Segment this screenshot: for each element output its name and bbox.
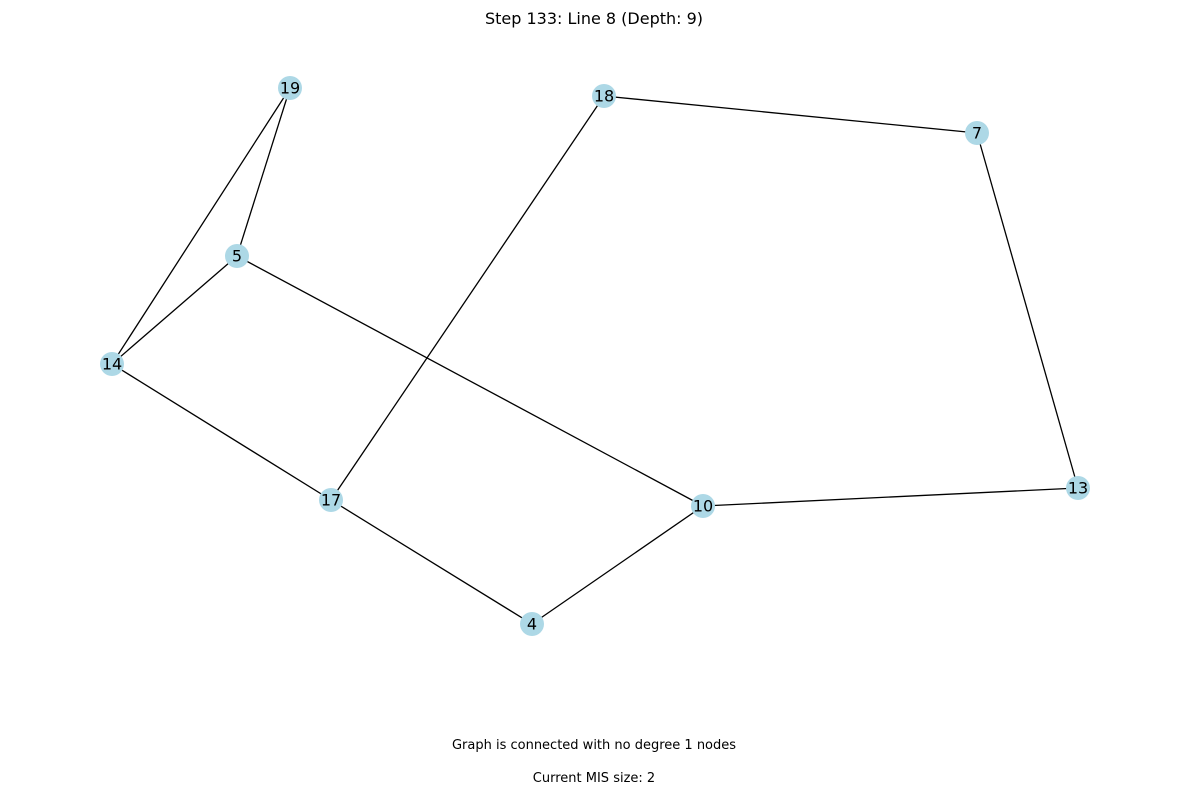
node-label: 10 — [693, 497, 713, 516]
node-19: 19 — [278, 76, 302, 100]
node-label: 13 — [1068, 479, 1088, 498]
edge-18-7 — [603, 95, 978, 134]
edge-10-13 — [702, 487, 1079, 507]
node-circle — [1066, 476, 1090, 500]
node-label: 4 — [527, 615, 537, 634]
node-label: 7 — [972, 124, 982, 143]
node-circle — [592, 84, 616, 108]
node-label: 5 — [232, 247, 242, 266]
graph-nodes: 19 18 7 5 14 17 10 13 4 — [100, 76, 1090, 636]
edge-5-10 — [236, 255, 704, 507]
node-circle — [319, 488, 343, 512]
edge-19-5 — [236, 87, 291, 257]
node-4: 4 — [520, 612, 544, 636]
graph-status-text: Graph is connected with no degree 1 node… — [452, 738, 736, 753]
node-label: 18 — [594, 87, 614, 106]
node-5: 5 — [225, 244, 249, 268]
node-10: 10 — [691, 494, 715, 518]
node-7: 7 — [965, 121, 989, 145]
edge-17-4 — [330, 499, 533, 625]
node-circle — [691, 494, 715, 518]
node-13: 13 — [1066, 476, 1090, 500]
edge-5-14 — [111, 255, 238, 365]
node-circle — [965, 121, 989, 145]
graph-edges — [111, 87, 1079, 625]
edge-7-13 — [976, 132, 1079, 489]
node-circle — [520, 612, 544, 636]
node-circle — [100, 352, 124, 376]
node-label: 19 — [280, 79, 300, 98]
node-18: 18 — [592, 84, 616, 108]
node-17: 17 — [319, 488, 343, 512]
edge-18-17 — [330, 95, 605, 501]
edge-14-17 — [111, 363, 332, 501]
node-label: 17 — [321, 491, 341, 510]
node-label: 14 — [102, 355, 122, 374]
edge-19-14 — [111, 87, 291, 365]
figure-title: Step 133: Line 8 (Depth: 9) — [485, 9, 703, 28]
node-circle — [225, 244, 249, 268]
mis-size-text: Current MIS size: 2 — [533, 771, 655, 786]
edge-4-10 — [531, 505, 704, 625]
node-14: 14 — [100, 352, 124, 376]
node-circle — [278, 76, 302, 100]
